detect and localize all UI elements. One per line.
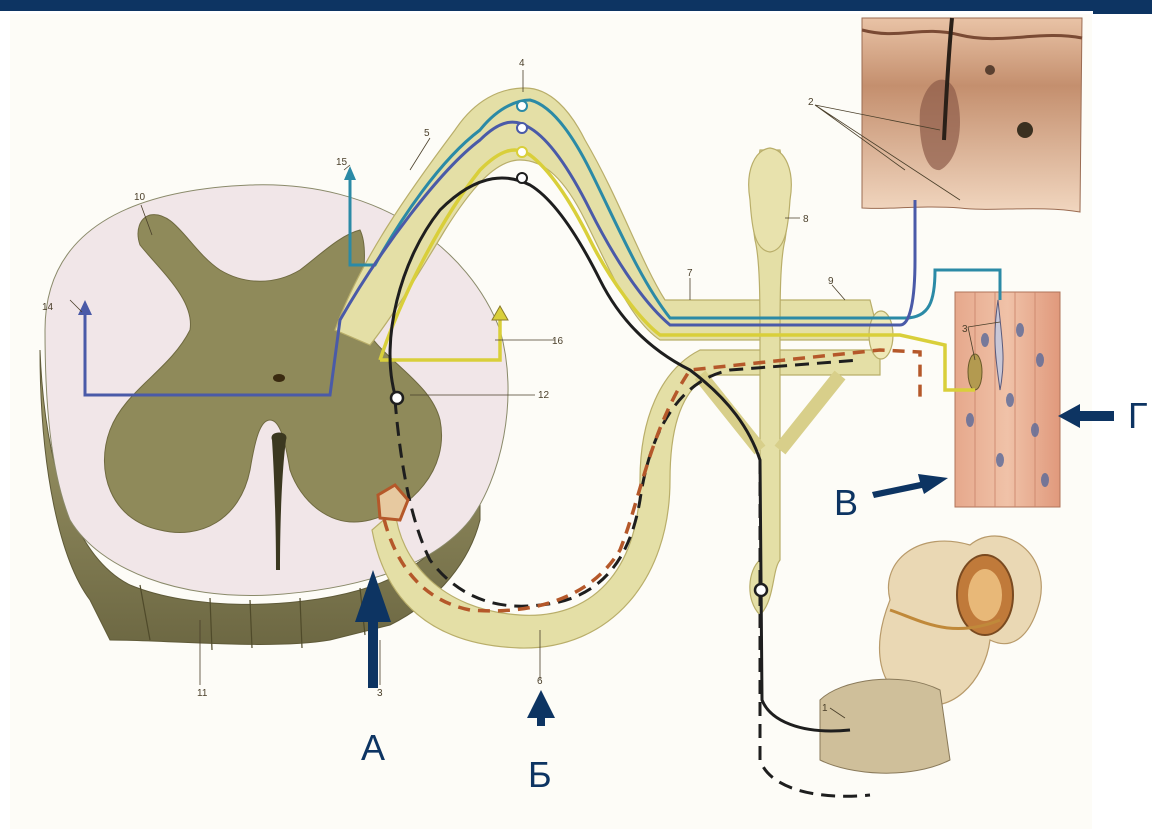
callout-11: 11 <box>197 688 208 699</box>
marker-a: А <box>361 727 385 768</box>
ganglion-neuron-blue <box>517 123 527 133</box>
marker-b: Б <box>528 754 552 795</box>
callout-10: 10 <box>134 192 146 203</box>
ganglion-neuron-yellow <box>517 147 527 157</box>
trunk-ganglion-8 <box>749 148 792 252</box>
callout-6: 6 <box>537 676 543 687</box>
callout-3-muscle: 3 <box>962 324 968 335</box>
callout-7: 7 <box>687 268 693 279</box>
callout-3-neuron: 3 <box>377 688 383 699</box>
muscle-patch <box>955 292 1060 507</box>
ganglion-neurons <box>517 101 527 111</box>
callout-4: 4 <box>519 58 525 69</box>
callout-14: 14 <box>42 302 54 313</box>
callout-12: 12 <box>538 390 550 401</box>
skin-patch <box>862 18 1082 212</box>
callout-16: 16 <box>552 336 564 347</box>
callout-9: 9 <box>828 276 834 287</box>
central-canal <box>273 374 285 382</box>
marker-g: Г <box>1128 395 1148 436</box>
ganglion-neuron-black <box>517 173 527 183</box>
trunk-neuron <box>755 584 767 596</box>
callout-1: 1 <box>822 703 828 714</box>
marker-v: В <box>834 482 858 523</box>
callout-15: 15 <box>336 157 348 168</box>
callout-2: 2 <box>808 97 814 108</box>
callout-8: 8 <box>803 214 809 225</box>
callout-5: 5 <box>424 128 430 139</box>
interneuron-12 <box>391 392 403 404</box>
